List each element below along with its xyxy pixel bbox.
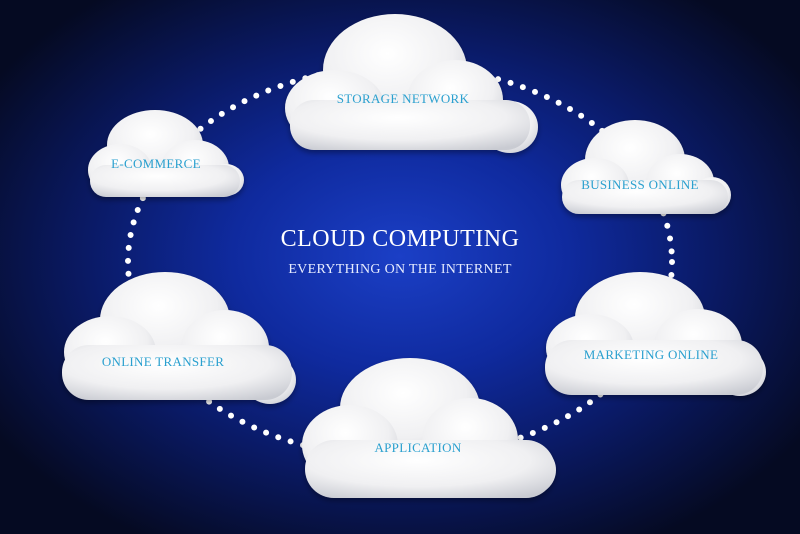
cloud-label-e-commerce: E-COMMERCE <box>111 156 201 171</box>
center-title: CLOUD COMPUTING <box>280 226 520 252</box>
cloud-business-online: BUSINESS ONLINE <box>561 120 731 214</box>
cloud-storage-network: STORAGE NETWORK <box>285 14 538 153</box>
cloud-label-storage-network: STORAGE NETWORK <box>337 91 470 106</box>
cloud-e-commerce: E-COMMERCE <box>88 110 244 197</box>
cloud-label-application: APPLICATION <box>374 440 461 455</box>
dotted-connector-ring <box>125 63 675 461</box>
center-subtitle: EVERYTHING ON THE INTERNET <box>288 262 512 277</box>
cloud-online-transfer: ONLINE TRANSFER <box>62 272 296 404</box>
cloud-marketing-online: MARKETING ONLINE <box>545 272 766 396</box>
cloud-label-business-online: BUSINESS ONLINE <box>581 177 699 192</box>
cloud-label-marketing-online: MARKETING ONLINE <box>584 347 718 362</box>
cloud-application: APPLICATION <box>302 358 556 498</box>
cloud-label-online-transfer: ONLINE TRANSFER <box>102 354 224 369</box>
